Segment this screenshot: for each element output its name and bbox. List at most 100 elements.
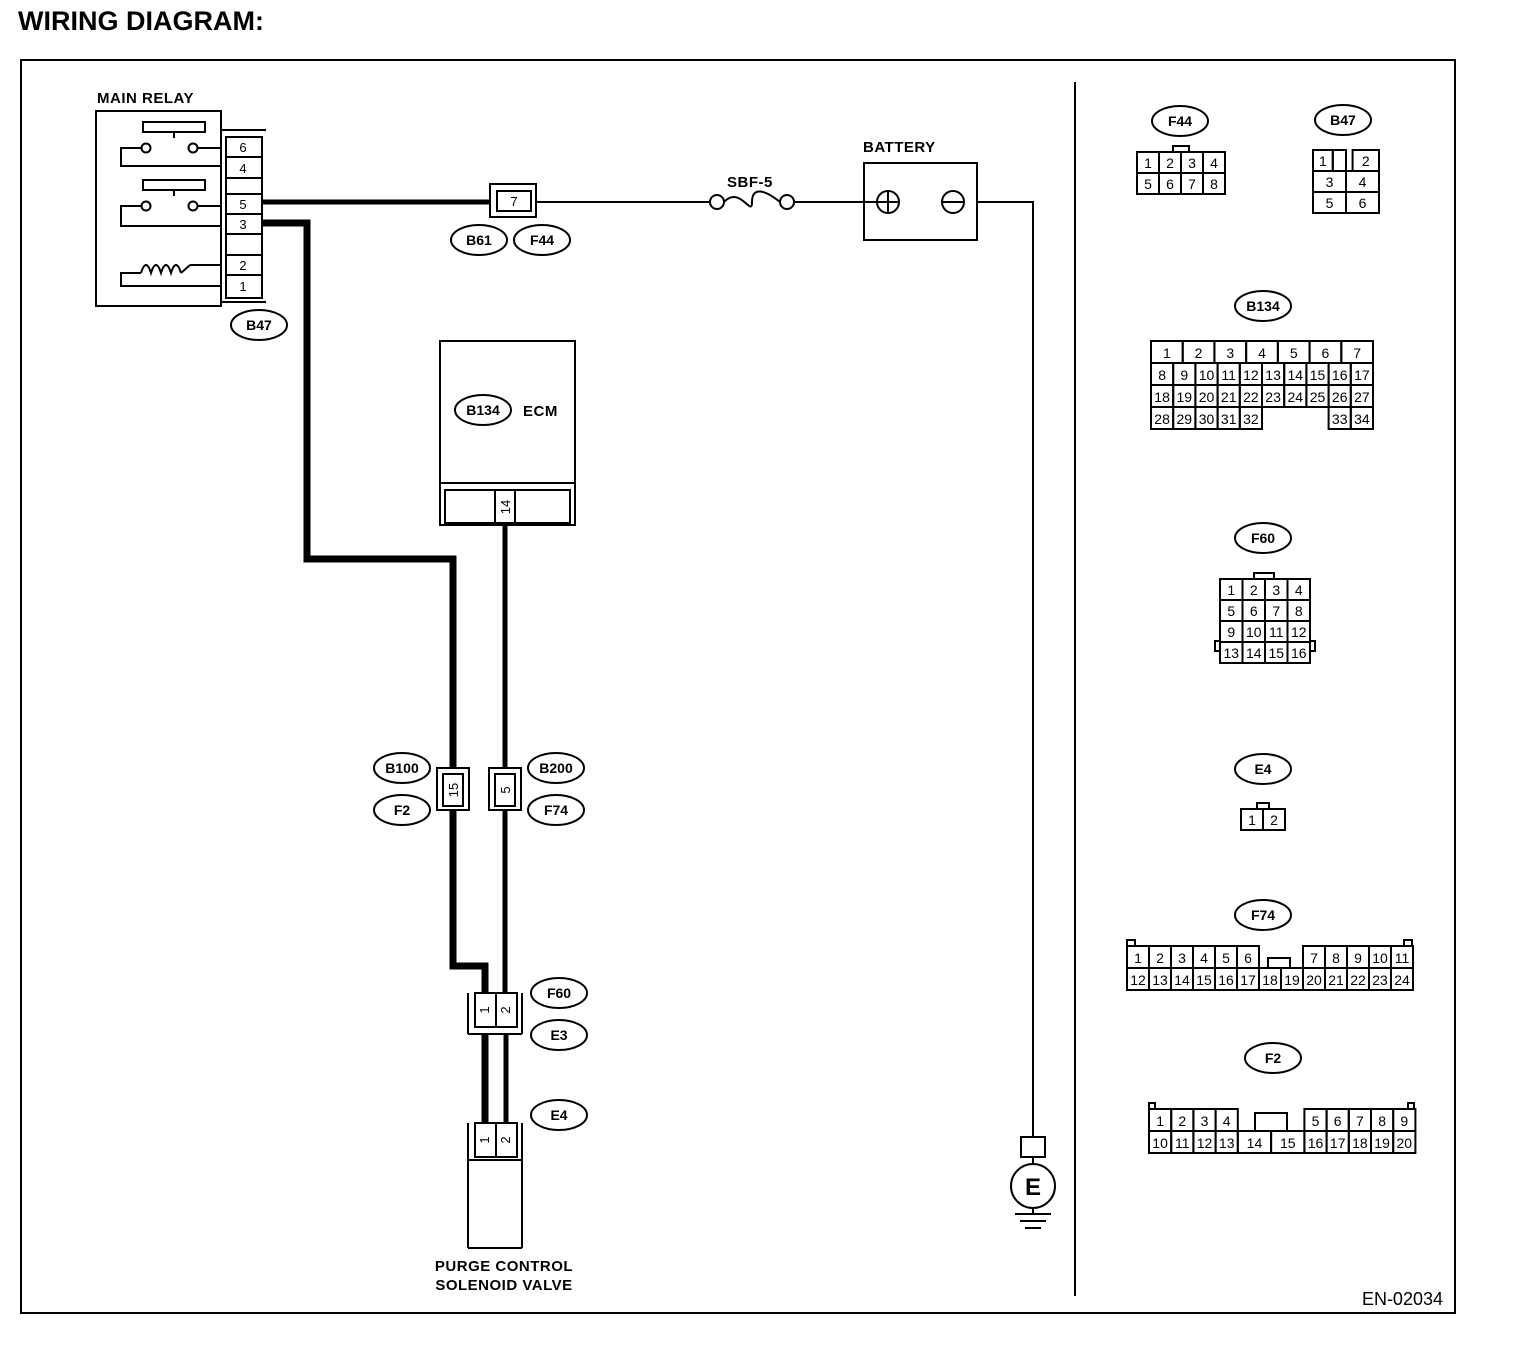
pin-number: 17 (1330, 1135, 1346, 1151)
pin-number: 13 (1265, 367, 1281, 383)
pin-number: 2 (1166, 155, 1174, 171)
pin-number: 7 (1353, 345, 1361, 361)
pin-number: 1 (1163, 345, 1171, 361)
pin-number: 8 (1158, 367, 1166, 383)
pin-number: 11 (1175, 1135, 1190, 1151)
pin-number: 2 (1195, 345, 1203, 361)
pin-number: 19 (1374, 1135, 1390, 1151)
pin-number: 34 (1354, 411, 1370, 427)
pin-number: 23 (1372, 972, 1388, 988)
face-tag-f2: F2 (1244, 1042, 1302, 1074)
pin-number: 6 (1359, 195, 1367, 211)
ground-label: E (1025, 1174, 1041, 1201)
pin-number: 8 (1210, 176, 1218, 192)
pin-number: 9 (1354, 950, 1362, 966)
svg-text:B134: B134 (1246, 298, 1280, 314)
pin-number: 4 (1223, 1113, 1231, 1129)
connector-b100-f2: 15 B100 F2 (373, 752, 470, 826)
tag-b200: B200 (539, 760, 573, 776)
relay-pin-6: 6 (239, 140, 246, 155)
pin-number: 12 (1243, 367, 1259, 383)
pin-number: 24 (1288, 389, 1304, 405)
svg-text:F44: F44 (1168, 113, 1192, 129)
pin-number: 16 (1291, 645, 1307, 661)
pin-number: 20 (1397, 1135, 1413, 1151)
pin-number: 6 (1334, 1113, 1342, 1129)
figure-id: EN-02034 (1362, 1289, 1443, 1309)
pin-number: 29 (1177, 411, 1193, 427)
pin-number: 14 (1246, 645, 1262, 661)
pin-number: 5 (1227, 603, 1235, 619)
pin-number: 15 (1310, 367, 1326, 383)
face-tag-b47: B47 (1314, 104, 1372, 136)
relay-pin-3: 3 (239, 217, 246, 232)
pin-cell (1286, 641, 1311, 664)
pin-number: 11 (1269, 624, 1284, 640)
pin-number: 3 (1188, 155, 1196, 171)
pin-number: 21 (1328, 972, 1344, 988)
pin-number: 30 (1199, 411, 1215, 427)
pin-number: 13 (1219, 1135, 1235, 1151)
pin-number: 4 (1359, 174, 1367, 190)
pin-number: 2 (1270, 812, 1278, 828)
pin-number: 7 (1272, 603, 1280, 619)
pin-cell (1390, 967, 1414, 991)
pin-number: 7 (1356, 1113, 1364, 1129)
pin-number: 6 (1166, 176, 1174, 192)
pin-number: 3 (1326, 174, 1334, 190)
b200-f74-pin: 5 (498, 786, 513, 793)
valve-label-line1: PURGE CONTROL (435, 1258, 573, 1275)
pin-number: 1 (1319, 153, 1327, 169)
pin-number: 10 (1372, 950, 1388, 966)
relay-pin-5: 5 (239, 197, 246, 212)
pin-number: 8 (1332, 950, 1340, 966)
pin-number: 16 (1332, 367, 1348, 383)
tag-e4: E4 (550, 1107, 567, 1123)
diagram-frame (20, 59, 1456, 1314)
face-tag-f60: F60 (1234, 522, 1292, 554)
pin-number: 33 (1332, 411, 1348, 427)
pin-number: 5 (1326, 195, 1334, 211)
pin-number: 7 (1188, 176, 1196, 192)
relay-pin-1: 1 (239, 279, 246, 294)
pin-number: 10 (1152, 1135, 1168, 1151)
pin-number: 3 (1226, 345, 1234, 361)
pin-number: 15 (1196, 972, 1212, 988)
f60-pin-2: 2 (498, 1006, 513, 1013)
face-tag-f44: F44 (1151, 105, 1209, 137)
tag-f74: F74 (544, 802, 568, 818)
face-tag-b134: B134 (1234, 290, 1292, 322)
pin-number: 5 (1312, 1113, 1320, 1129)
pin-number: 11 (1395, 950, 1410, 966)
svg-text:F74: F74 (1251, 907, 1275, 923)
pin-number: 2 (1250, 582, 1258, 598)
pin-number: 1 (1156, 1113, 1164, 1129)
b100-f2-pin: 15 (446, 783, 461, 797)
pin-number: 2 (1178, 1113, 1186, 1129)
tag-b47-relay: B47 (246, 317, 272, 333)
pin-cell (1262, 808, 1286, 831)
pin-number: 6 (1322, 345, 1330, 361)
pin-number: 4 (1200, 950, 1208, 966)
pin-number: 6 (1250, 603, 1258, 619)
tag-b100: B100 (385, 760, 419, 776)
pin-number: 13 (1152, 972, 1168, 988)
ecm-label: ECM (523, 403, 558, 420)
pin-number: 9 (1400, 1113, 1408, 1129)
pin-number: 13 (1223, 645, 1239, 661)
pin-number: 31 (1221, 411, 1237, 427)
pin-number: 1 (1227, 582, 1235, 598)
pin-number: 25 (1310, 389, 1326, 405)
face-tag-e4: E4 (1234, 753, 1292, 785)
pin-number: 19 (1177, 389, 1193, 405)
page-title: WIRING DIAGRAM: (18, 6, 264, 36)
pin-number: 1 (1134, 950, 1142, 966)
relay-pin-4: 4 (239, 161, 246, 176)
pin-number: 3 (1201, 1113, 1209, 1129)
